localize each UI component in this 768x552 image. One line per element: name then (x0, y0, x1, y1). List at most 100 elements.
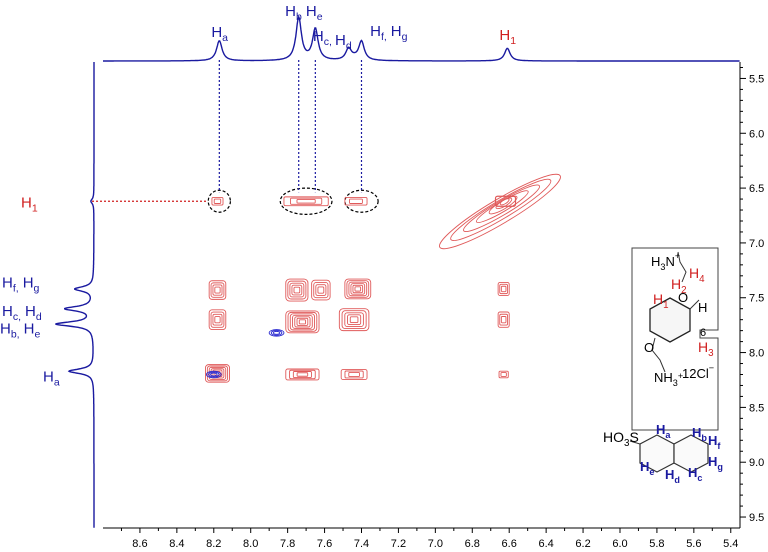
host-chain-lower (651, 337, 666, 373)
left-peak-label-main: H (0, 320, 11, 337)
cross-peak-contour (292, 371, 312, 378)
x-tick-label: 7.6 (317, 538, 332, 550)
top-peak-label-sub: c, (324, 36, 332, 48)
left-peak-label-main2: H (25, 303, 36, 320)
left-peak-label: Ha (43, 369, 60, 389)
cross-peak-contour (208, 280, 227, 300)
guide-lines (92, 60, 363, 202)
cross-peak-contour (348, 281, 368, 297)
cross-peak-contour (290, 197, 323, 205)
host-structure-label-sub: 3 (673, 378, 678, 388)
diagonal-contour (499, 198, 510, 206)
top-peak-label: Ha (211, 24, 228, 44)
left-projection-trace (55, 62, 95, 528)
top-peak-label-main: H (313, 28, 324, 45)
left-peak-label-sub2: g (34, 282, 40, 294)
top-peak-label: Hf,Hg (370, 23, 408, 43)
top-peak-label-sub: b (296, 11, 302, 23)
host-structure-label-sub: 3 (708, 348, 714, 359)
host-structure-label-sup: + (678, 371, 683, 381)
x-tick-label: 8.2 (206, 538, 221, 550)
negative-peak-contour (210, 372, 218, 377)
host-bond (689, 299, 700, 310)
left-peak-label-sub: b, (11, 328, 20, 340)
guest-structure-label: HO3S (603, 429, 639, 449)
left-peak-label: Hf,Hg (2, 274, 40, 294)
host-structure-label-sub: 3 (660, 262, 665, 272)
cross-peak-contour (344, 312, 364, 328)
host-structure-label-sup: + (675, 251, 680, 261)
host-structure-label-main: 12Cl (682, 366, 709, 381)
cross-peak-contour (500, 285, 507, 293)
cross-peak-contour (205, 364, 230, 383)
cross-peak-contour (497, 311, 510, 328)
left-peak-label-main: H (21, 194, 32, 211)
host-structure-label-main: H (698, 300, 707, 315)
guest-structure-label-main: H (656, 422, 665, 437)
host-structure-label: H3N+ (651, 251, 680, 272)
diagonal-contour (463, 184, 540, 232)
cross-peak-contour (499, 313, 509, 326)
cross-peak-contour (294, 316, 311, 328)
host-structure-label: 12Cl− (682, 363, 714, 381)
guest-structure-label-main: H (708, 454, 717, 469)
host-structure-label: H4 (689, 265, 705, 285)
top-peak-label-main2: H (306, 3, 317, 20)
guest-structure-label-sub: g (717, 462, 723, 472)
top-peak-label-sub: d (346, 40, 352, 52)
x-tick-label: 5.8 (649, 538, 664, 550)
left-peak-label-main2: H (24, 320, 35, 337)
cross-peak-contour (213, 198, 222, 204)
cross-peak-contour (313, 281, 329, 299)
guest-structure-label-sub: 3 (624, 438, 630, 449)
cross-peak-contour (296, 372, 309, 377)
cross-peak-contour (354, 286, 362, 292)
cross-peak-contour (210, 311, 225, 328)
guest-structure-label: Hc (688, 465, 702, 483)
cross-peak-contour (289, 369, 316, 380)
top-peak-label-sub: f, (381, 31, 387, 43)
diagonal-contour (439, 173, 561, 250)
guest-structure-label-sub: e (649, 467, 654, 477)
cross-peak-contour (289, 313, 315, 331)
cross-peak-contour (287, 280, 307, 300)
y-tick-label: 9.5 (749, 512, 764, 524)
cross-peak-contour (214, 316, 221, 324)
cross-peak-contour (352, 284, 364, 294)
diagonal-contour (450, 178, 552, 241)
guest-bond (629, 440, 641, 445)
cross-peak-contour (214, 286, 221, 294)
host-structure-label: NH3+ (654, 370, 683, 388)
y-tick-label: 7.0 (749, 238, 764, 250)
x-tick-label: 6.8 (465, 538, 480, 550)
x-tick-label: 8.6 (132, 538, 147, 550)
x-tick-label: 7.0 (428, 538, 443, 550)
cross-peak-contour (287, 311, 318, 332)
guest-structure-label-main: H (692, 425, 701, 440)
host-structure-label-sup: − (709, 363, 714, 373)
negative-peak-contour (268, 329, 285, 337)
host-structure-label-main: O (644, 340, 654, 355)
host-frame (631, 247, 719, 431)
y-tick-label: 9.0 (749, 457, 764, 469)
guest-structure-label: Hg (708, 454, 723, 472)
cross-peak-contour (349, 198, 363, 204)
cross-peak-contour (296, 198, 316, 204)
left-peak-label-main: H (2, 274, 13, 291)
x-tick-label: 7.4 (354, 538, 369, 550)
cross-peak-contour (344, 196, 368, 206)
left-peak-label-sub: c, (13, 311, 21, 323)
left-peak-label-main2: H (23, 274, 34, 291)
cross-peak-contour (285, 278, 309, 302)
x-tick-label: 6.6 (502, 538, 517, 550)
top-peak-label-main2: H (391, 23, 402, 40)
guest-structure-label: Hd (665, 467, 680, 485)
highlight-ellipse (207, 189, 231, 213)
host-structure-label-main: H (653, 291, 663, 307)
cross-peak-contour (499, 283, 509, 295)
top-projection-trace (103, 14, 740, 62)
cross-peak-contour (210, 282, 225, 298)
